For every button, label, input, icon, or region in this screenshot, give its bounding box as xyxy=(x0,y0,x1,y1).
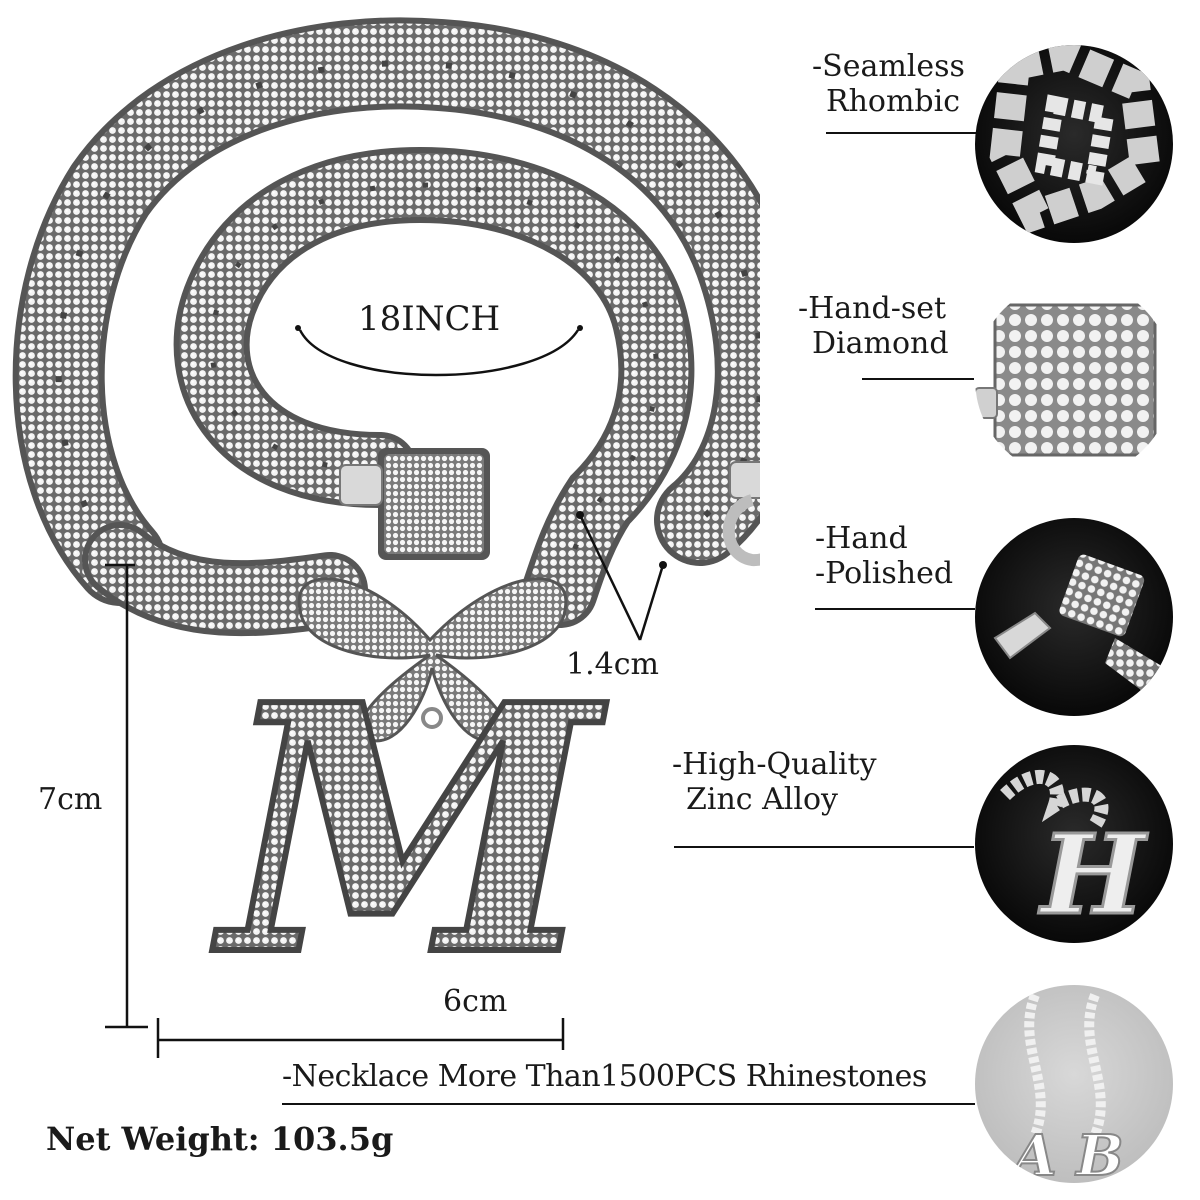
hook-clasp xyxy=(722,461,760,566)
link-width-label: 1.4cm xyxy=(566,647,659,682)
dimension-lines xyxy=(105,325,667,1058)
feature-1-rule xyxy=(826,132,976,134)
box-clasp xyxy=(339,448,490,560)
length-label: 18INCH xyxy=(358,299,501,339)
chain-outer xyxy=(12,17,760,606)
feature-4-rule xyxy=(674,846,974,848)
net-weight: Net Weight: 103.5g xyxy=(46,1120,394,1158)
pendant-letter: M xyxy=(211,632,609,1031)
necklace-illustration: M xyxy=(12,17,760,1034)
polished-closeup-image xyxy=(993,554,1165,693)
rhinestones-rule xyxy=(282,1103,975,1105)
feature-4-line2: Zinc Alloy xyxy=(686,781,838,817)
detail-circle-chain xyxy=(975,45,1173,243)
feature-4-label: -High-Quality Zinc Alloy xyxy=(672,747,877,817)
feature-3-line2: -Polished xyxy=(815,555,954,591)
feature-3-line1: -Hand xyxy=(815,521,908,556)
letter-b: B xyxy=(1074,1123,1123,1183)
letter-a: A xyxy=(1008,1123,1056,1183)
feature-2-line2: Diamond xyxy=(812,325,949,361)
pendant-width-label: 6cm xyxy=(443,984,508,1019)
detail-circle-alloy: H xyxy=(975,745,1173,943)
chain-closeup-image xyxy=(989,45,1162,234)
feature-3-label: -Hand -Polished xyxy=(815,521,954,591)
rhinestones-note: -Necklace More Than1500PCS Rhinestones xyxy=(282,1059,927,1094)
pendant-height-label: 7cm xyxy=(38,782,103,817)
feature-1-label: -Seamless Rhombic xyxy=(812,49,965,119)
feature-1-line2: Rhombic xyxy=(826,83,961,119)
letters-closeup-image: A B xyxy=(1007,993,1125,1183)
clasp-closeup-image xyxy=(975,303,1157,457)
butterfly-bail xyxy=(297,577,568,743)
feature-4-line1: -High-Quality xyxy=(672,747,877,782)
alloy-letter: H xyxy=(1038,810,1148,939)
feature-2-line1: -Hand-set xyxy=(798,291,947,326)
feature-2-label: -Hand-set Diamond xyxy=(798,291,949,361)
feature-2-rule xyxy=(862,378,974,380)
detail-circle-polished xyxy=(975,518,1173,716)
alloy-closeup-image: H xyxy=(1000,770,1150,941)
letter-pendant: M xyxy=(208,629,612,1034)
feature-1-line1: -Seamless xyxy=(812,49,965,84)
feature-3-rule xyxy=(815,608,975,610)
detail-circle-clasp xyxy=(975,280,1173,478)
detail-circle-letters: A B xyxy=(975,985,1173,1183)
